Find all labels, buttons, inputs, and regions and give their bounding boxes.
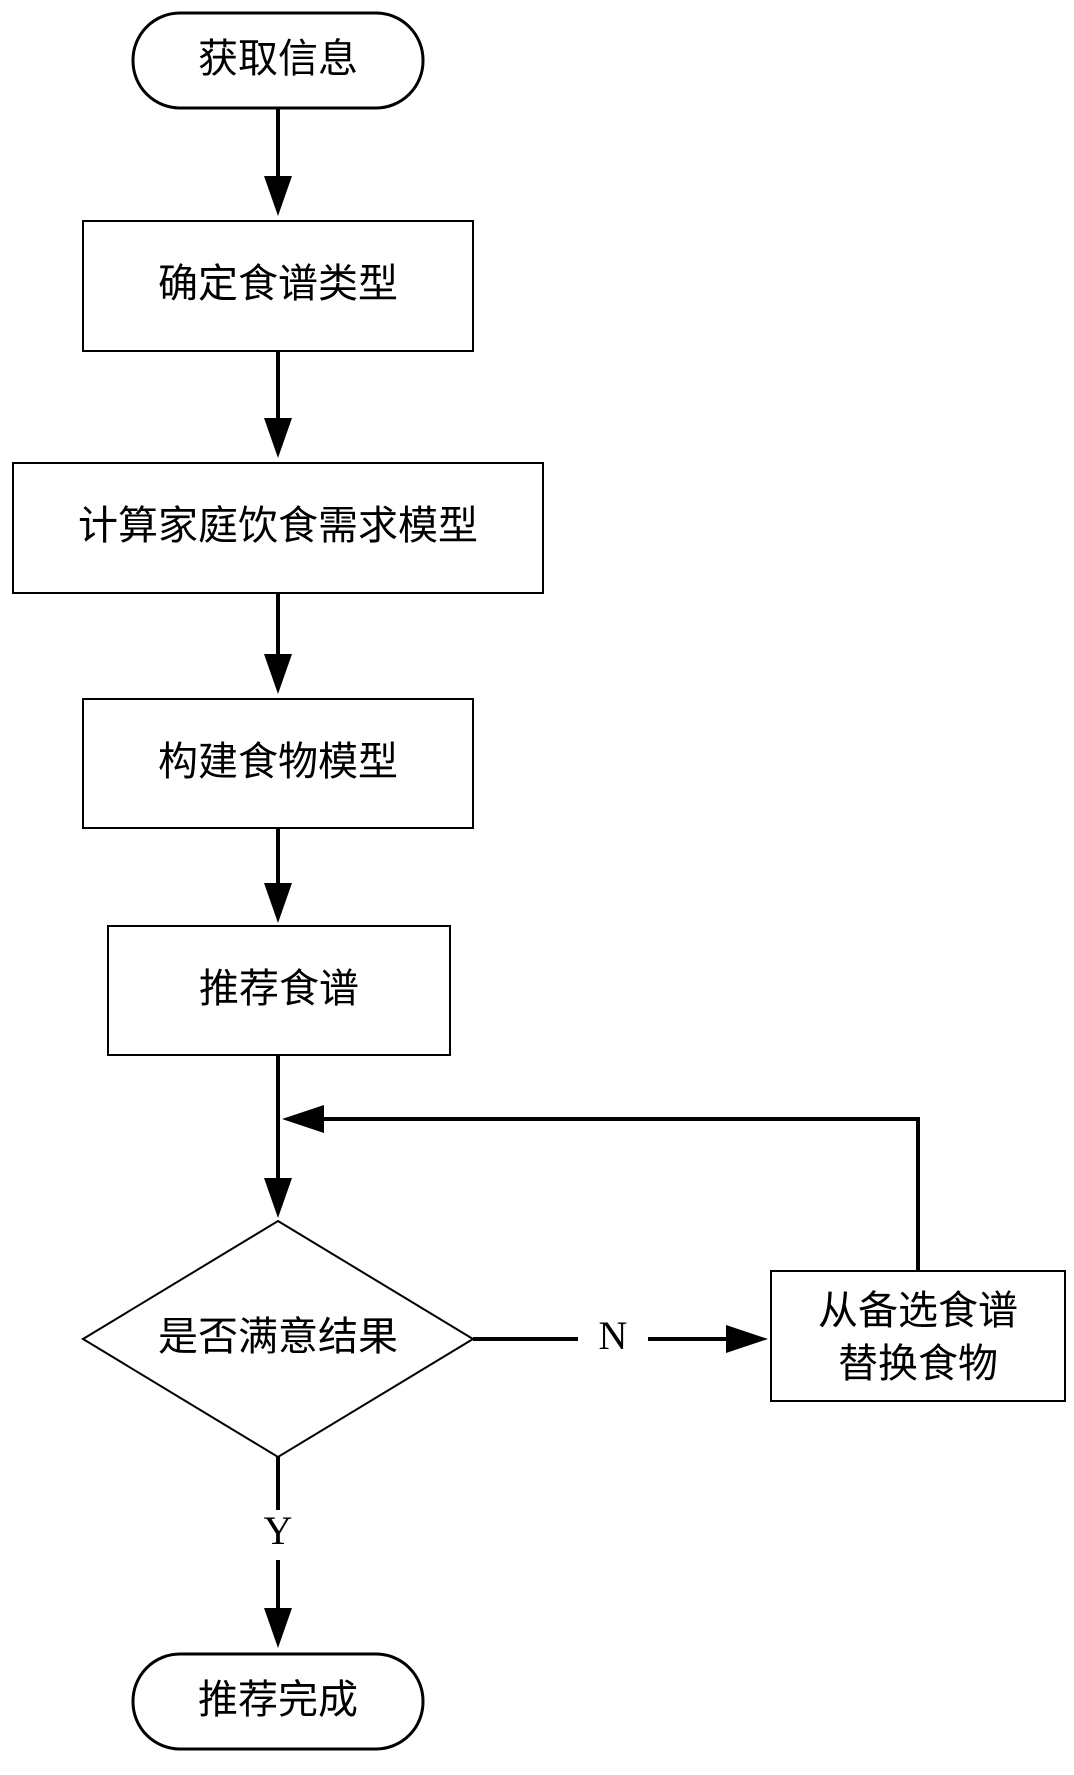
process-replace-food: 从备选食谱 替换食物 — [770, 1270, 1066, 1402]
process-compute-diet-model: 计算家庭饮食需求模型 — [12, 462, 544, 594]
end-terminal: 推荐完成 — [131, 1652, 425, 1751]
edge-compute-to-build — [264, 593, 292, 694]
no-label: N — [599, 1313, 628, 1358]
determine-type-label: 确定食谱类型 — [158, 261, 398, 307]
process-build-food-model: 构建食物模型 — [82, 698, 474, 829]
compute-model-label: 计算家庭饮食需求模型 — [78, 503, 478, 549]
yes-label: Y — [264, 1508, 293, 1553]
process-determine-recipe-type: 确定食谱类型 — [82, 220, 474, 352]
edge-type-to-compute — [264, 351, 292, 458]
edge-recommend-to-decision — [264, 1055, 292, 1218]
process-recommend-recipe: 推荐食谱 — [107, 925, 451, 1056]
edge-build-to-recommend — [264, 828, 292, 923]
replace-label-line2: 替换食物 — [838, 1341, 998, 1387]
replace-label-line1: 从备选食谱 — [818, 1288, 1018, 1334]
start-label: 获取信息 — [198, 36, 358, 82]
edge-decision-yes: Y — [264, 1457, 293, 1648]
edge-loop-back — [282, 1105, 920, 1271]
edge-decision-no: N — [473, 1313, 768, 1358]
recommend-label: 推荐食谱 — [199, 966, 359, 1012]
end-label: 推荐完成 — [198, 1677, 358, 1723]
decision-label: 是否满意结果 — [158, 1314, 398, 1360]
edge-start-to-type — [264, 108, 292, 216]
start-terminal: 获取信息 — [131, 11, 425, 110]
build-food-model-label: 构建食物模型 — [158, 739, 398, 785]
decision-satisfied: 是否满意结果 — [81, 1219, 475, 1459]
